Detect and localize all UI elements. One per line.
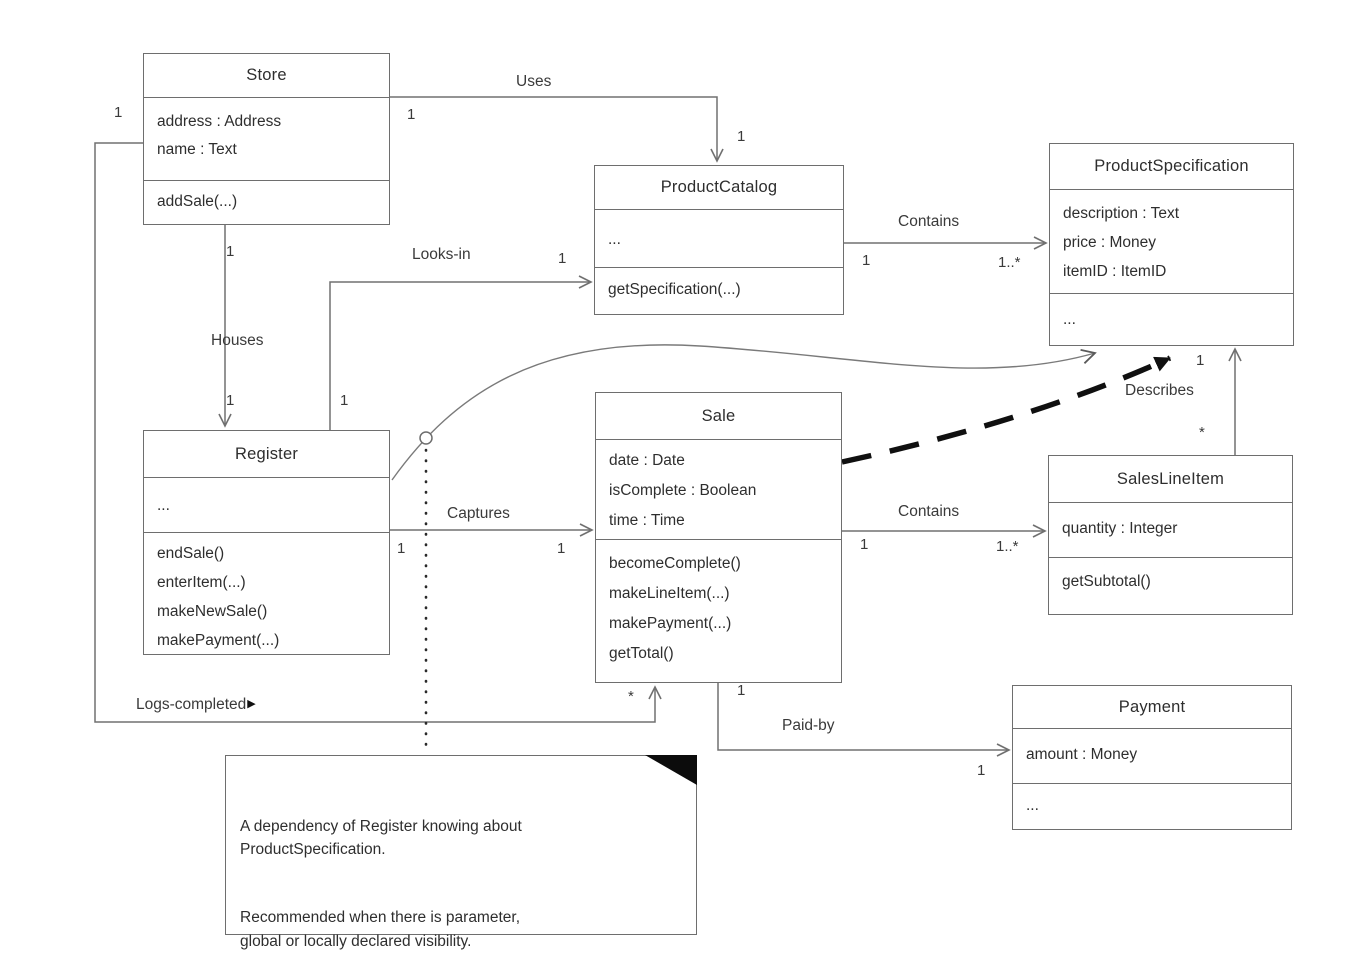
- class-register-title: Register: [144, 431, 389, 478]
- looks-in-label: Looks-in: [412, 246, 471, 263]
- class-product-specification-title: ProductSpecification: [1050, 144, 1293, 190]
- method: getSubtotal(): [1062, 573, 1151, 590]
- describes-item-multiplicity: *: [1199, 424, 1205, 441]
- attribute: price : Money: [1063, 234, 1157, 251]
- class-product-specification: ProductSpecification description : Text …: [1049, 143, 1294, 346]
- method: makeLineItem(...): [609, 585, 730, 602]
- method: enterItem(...): [157, 574, 246, 591]
- class-register: Register ... endSale() enterItem(...) ma…: [143, 430, 390, 655]
- contains-specs-spec-multiplicity: 1..*: [998, 254, 1021, 271]
- class-product-catalog-attributes: ...: [595, 210, 843, 268]
- class-sale: Sale date : Date isComplete : Boolean ti…: [595, 392, 842, 683]
- uses-catalog-multiplicity: 1: [737, 128, 746, 145]
- class-sale-attributes: date : Date isComplete : Boolean time : …: [596, 440, 841, 540]
- class-payment: Payment amount : Money ...: [1012, 685, 1292, 830]
- method: endSale(): [157, 545, 225, 562]
- method: getSpecification(...): [608, 281, 741, 298]
- attribute: name : Text: [157, 141, 237, 158]
- class-product-specification-attributes: description : Text price : Money itemID …: [1050, 190, 1293, 294]
- looks-in-register-multiplicity: 1: [340, 392, 349, 409]
- class-store-methods: addSale(...): [144, 181, 389, 224]
- method: makePayment(...): [157, 632, 280, 649]
- attribute: ...: [608, 231, 621, 248]
- note-paragraph: A dependency of Register knowing about P…: [240, 817, 522, 858]
- houses-store-multiplicity: 1: [226, 243, 235, 260]
- attribute: date : Date: [609, 452, 685, 469]
- class-sale-methods: becomeComplete() makeLineItem(...) makeP…: [596, 540, 841, 682]
- class-payment-title: Payment: [1013, 686, 1291, 729]
- class-sale-title: Sale: [596, 393, 841, 440]
- class-product-catalog-title: ProductCatalog: [595, 166, 843, 210]
- logs-completed-label-text: Logs-completed: [136, 696, 247, 713]
- contains-items-item-multiplicity: 1..*: [996, 538, 1019, 555]
- paid-by-association-line: [717, 683, 1011, 757]
- describes-spec-multiplicity: 1: [1196, 352, 1205, 369]
- dependency-dashed-arrow: [841, 355, 1172, 465]
- class-store: Store address : Address name : Text addS…: [143, 53, 390, 225]
- class-payment-attributes: amount : Money: [1013, 729, 1291, 784]
- attribute: amount : Money: [1026, 746, 1138, 763]
- logs-completed-store-multiplicity: 1: [114, 104, 123, 121]
- class-sales-line-item-title: SalesLineItem: [1049, 456, 1292, 503]
- looks-in-association-line: [329, 275, 593, 430]
- method: addSale(...): [157, 193, 238, 210]
- method: ...: [1026, 797, 1039, 814]
- attribute: time : Time: [609, 512, 685, 529]
- uml-note: A dependency of Register knowing about P…: [225, 755, 697, 950]
- class-register-attributes: ...: [144, 478, 389, 533]
- looks-in-catalog-multiplicity: 1: [558, 250, 567, 267]
- class-sales-line-item-methods: getSubtotal(): [1049, 558, 1292, 614]
- class-product-catalog-methods: getSpecification(...): [595, 268, 843, 314]
- paid-by-sale-multiplicity: 1: [737, 682, 746, 699]
- method: ...: [1063, 311, 1076, 328]
- logs-completed-label: Logs-completed▶: [136, 696, 256, 714]
- method: makeNewSale(): [157, 603, 268, 620]
- uses-label: Uses: [516, 73, 552, 90]
- attribute: ...: [157, 497, 170, 514]
- contains-items-label: Contains: [898, 503, 960, 520]
- class-product-specification-methods: ...: [1050, 294, 1293, 345]
- class-product-catalog: ProductCatalog ... getSpecification(...): [594, 165, 844, 315]
- attribute: isComplete : Boolean: [609, 482, 757, 499]
- class-register-methods: endSale() enterItem(...) makeNewSale() m…: [144, 533, 389, 654]
- class-store-title: Store: [144, 54, 389, 98]
- houses-label: Houses: [211, 332, 264, 349]
- attribute: quantity : Integer: [1062, 520, 1178, 537]
- paid-by-label: Paid-by: [782, 717, 835, 734]
- attribute: itemID : ItemID: [1063, 263, 1167, 280]
- contains-items-sale-multiplicity: 1: [860, 536, 869, 553]
- contains-specs-catalog-multiplicity: 1: [862, 252, 871, 269]
- note-anchor-circle: [419, 431, 433, 445]
- uses-association-line: [390, 96, 724, 163]
- uses-store-multiplicity: 1: [407, 106, 416, 123]
- class-sales-line-item-attributes: quantity : Integer: [1049, 503, 1292, 558]
- reading-direction-arrow-icon: ▶: [247, 698, 256, 710]
- attribute: description : Text: [1063, 205, 1180, 222]
- logs-completed-sale-multiplicity: *: [628, 688, 634, 705]
- captures-register-multiplicity: 1: [397, 540, 406, 557]
- class-store-attributes: address : Address name : Text: [144, 98, 389, 181]
- attribute: address : Address: [157, 113, 282, 130]
- class-payment-methods: ...: [1013, 784, 1291, 829]
- paid-by-payment-multiplicity: 1: [977, 762, 986, 779]
- note-fold-icon: [645, 755, 697, 785]
- captures-label: Captures: [447, 505, 510, 522]
- note-paragraph: Recommended when there is parameter, glo…: [240, 909, 521, 950]
- method: makePayment(...): [609, 615, 732, 632]
- method: getTotal(): [609, 645, 674, 662]
- describes-label: Describes: [1125, 382, 1194, 399]
- method: becomeComplete(): [609, 555, 741, 572]
- houses-register-multiplicity: 1: [226, 392, 235, 409]
- contains-specs-label: Contains: [898, 213, 960, 230]
- captures-sale-multiplicity: 1: [557, 540, 566, 557]
- class-sales-line-item: SalesLineItem quantity : Integer getSubt…: [1048, 455, 1293, 615]
